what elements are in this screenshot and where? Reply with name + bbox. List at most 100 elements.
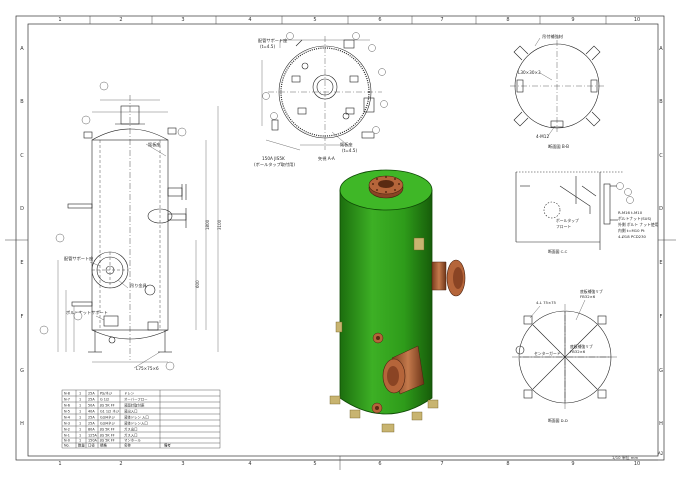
table-header: 名称	[124, 443, 131, 448]
label-cc-note5: 4-Ø18 PCD230	[618, 234, 647, 239]
label-cc-float: フロート	[556, 224, 571, 229]
table-cell: JIS 5K FF	[99, 404, 115, 408]
section-dd-leaders	[529, 299, 586, 321]
grid-ticks	[5, 16, 676, 470]
dim-total: 3100	[217, 219, 222, 230]
label-legs: L75×75×6	[136, 366, 159, 371]
table-header: 規格	[100, 443, 107, 448]
col-number: 7	[440, 461, 443, 467]
col-number: 1	[58, 461, 61, 467]
col-number: 10	[634, 461, 640, 467]
label-top-nameplate-size: (t=4.5)	[342, 148, 357, 153]
label-dd-inner1: 底板補強リブ	[570, 344, 593, 349]
label-dd-rib: 底板補強リブ	[580, 289, 603, 294]
table-row: N-4	[64, 416, 70, 420]
col-number: 1	[58, 17, 61, 23]
label-dd-rib-size: FB32×6	[580, 294, 596, 299]
col-number: 9	[571, 17, 574, 23]
table-cell: JIS 5K FF	[99, 434, 115, 438]
top-view-labels: 配管サポート座 (t=4.5) 150A JIS5K (ボールタップ取付用) 銘…	[254, 37, 357, 168]
label-cc-note1: R-M16 t-M10	[618, 210, 643, 215]
row-letter: G	[659, 368, 663, 374]
table-cell: 液体ドレン入口	[124, 421, 148, 426]
table-cell: G3/4ネジ	[100, 415, 115, 420]
row-letter: D	[659, 206, 663, 212]
table-cell: G 1/2	[100, 398, 109, 402]
row-letter: E	[20, 260, 23, 266]
front-dim-text: 3100 1800 600	[195, 219, 222, 288]
row-letters: A B C D E F G H A B C D E F G H	[20, 46, 663, 427]
top-view	[268, 36, 382, 150]
table-row: N-0	[64, 439, 70, 443]
label-nameplate: 銘板座	[148, 141, 161, 148]
col-number: 4	[248, 17, 251, 23]
section-dd	[512, 304, 618, 410]
table-row: N-3	[64, 422, 70, 426]
title-block: 1/10 単位 mm A2	[290, 451, 664, 461]
row-letter: B	[20, 99, 24, 105]
row-letter: D	[20, 206, 24, 212]
label-dd-center: センターガード	[534, 351, 561, 356]
table-cell: 125A	[88, 434, 97, 438]
row-letter: B	[659, 99, 663, 105]
table-cell: JIS 5K FF	[99, 439, 115, 443]
view-title-dd: 断面図 D-D	[548, 418, 568, 423]
table-cell: 1	[79, 428, 81, 432]
parts-table: N-8 1 25A PS/ネジ ドレン N-7 1 25A G 1/2 オーバー…	[61, 389, 221, 449]
table-cell: 25A	[88, 398, 95, 402]
sheet-scale: 1/10	[612, 455, 621, 460]
top-nozzle-tags	[262, 32, 388, 134]
col-number: 5	[313, 17, 316, 23]
col-number: 8	[506, 461, 509, 467]
row-letter: A	[20, 46, 24, 52]
table-cell: 150A	[88, 439, 97, 443]
row-letter: C	[659, 153, 663, 159]
col-number: 5	[313, 461, 316, 467]
table-cell: 液面計取付座	[124, 403, 145, 408]
table-cell: 1	[79, 392, 81, 396]
col-number: 4	[248, 461, 251, 467]
label-top-nameplate: 銘板座	[340, 141, 353, 148]
col-number: 3	[181, 461, 184, 467]
table-header: 数量	[78, 443, 85, 448]
row-letter: F	[21, 314, 24, 320]
table-row: N-6	[64, 404, 70, 408]
section-cc-labels: ボールタップ フロート R-M16 t-M10 ボルトナット(SUS) 外側 ボ…	[548, 210, 659, 254]
row-letter: H	[659, 421, 663, 427]
front-leaders	[89, 143, 167, 369]
dim-body: 1800	[205, 219, 210, 230]
view-title-top: 矢視 A-A	[318, 155, 335, 162]
row-letter: H	[20, 421, 24, 427]
table-row: N-7	[64, 398, 70, 402]
section-bb	[510, 40, 604, 132]
column-numbers-bottom: 1 2 3 4 5 6 7 8 9 10	[58, 461, 640, 467]
front-labels: 銘板座 配管サポート座 吊り金具 ボルトナットサポート L75×75×6	[64, 141, 161, 371]
dim-skirt: 600	[195, 280, 200, 288]
section-bb-labels: 吊付補強材 L30×30×3 4-M12 断面図 B-B	[518, 33, 569, 150]
label-top-pipe-support-size: (t=4.5)	[260, 44, 275, 49]
label-bb-bolt: 4-M12	[536, 134, 549, 139]
label-bb-angle: L30×30×3	[518, 70, 541, 75]
table-cell: 1	[79, 404, 81, 408]
top-view-dims	[261, 39, 370, 151]
row-letter: F	[660, 314, 663, 320]
label-top-flange: 150A JIS5K	[262, 156, 285, 161]
col-number: 6	[378, 17, 381, 23]
table-cell: 1	[79, 439, 81, 443]
table-cell: マンホール	[124, 438, 142, 443]
front-view	[67, 95, 187, 360]
table-cell: 40A	[88, 410, 95, 414]
label-cc-ball: ボールタップ	[556, 218, 579, 223]
col-number: 9	[571, 461, 574, 467]
table-cell: ドレン	[124, 392, 135, 396]
table-row: N-1	[64, 434, 70, 438]
label-bb-top: 吊付補強材	[542, 33, 563, 40]
label-cc-note2: ボルトナット(SUS)	[618, 216, 652, 221]
table-cell: 25A	[88, 392, 95, 396]
label-top-flange2: (ボールタップ取付用)	[254, 161, 295, 168]
table-cell: JIS 5K FF	[99, 428, 115, 432]
label-pipe-support: 配管サポート座	[64, 255, 93, 262]
table-cell: 1	[79, 434, 81, 438]
table-cell: ガス出口	[124, 427, 138, 432]
